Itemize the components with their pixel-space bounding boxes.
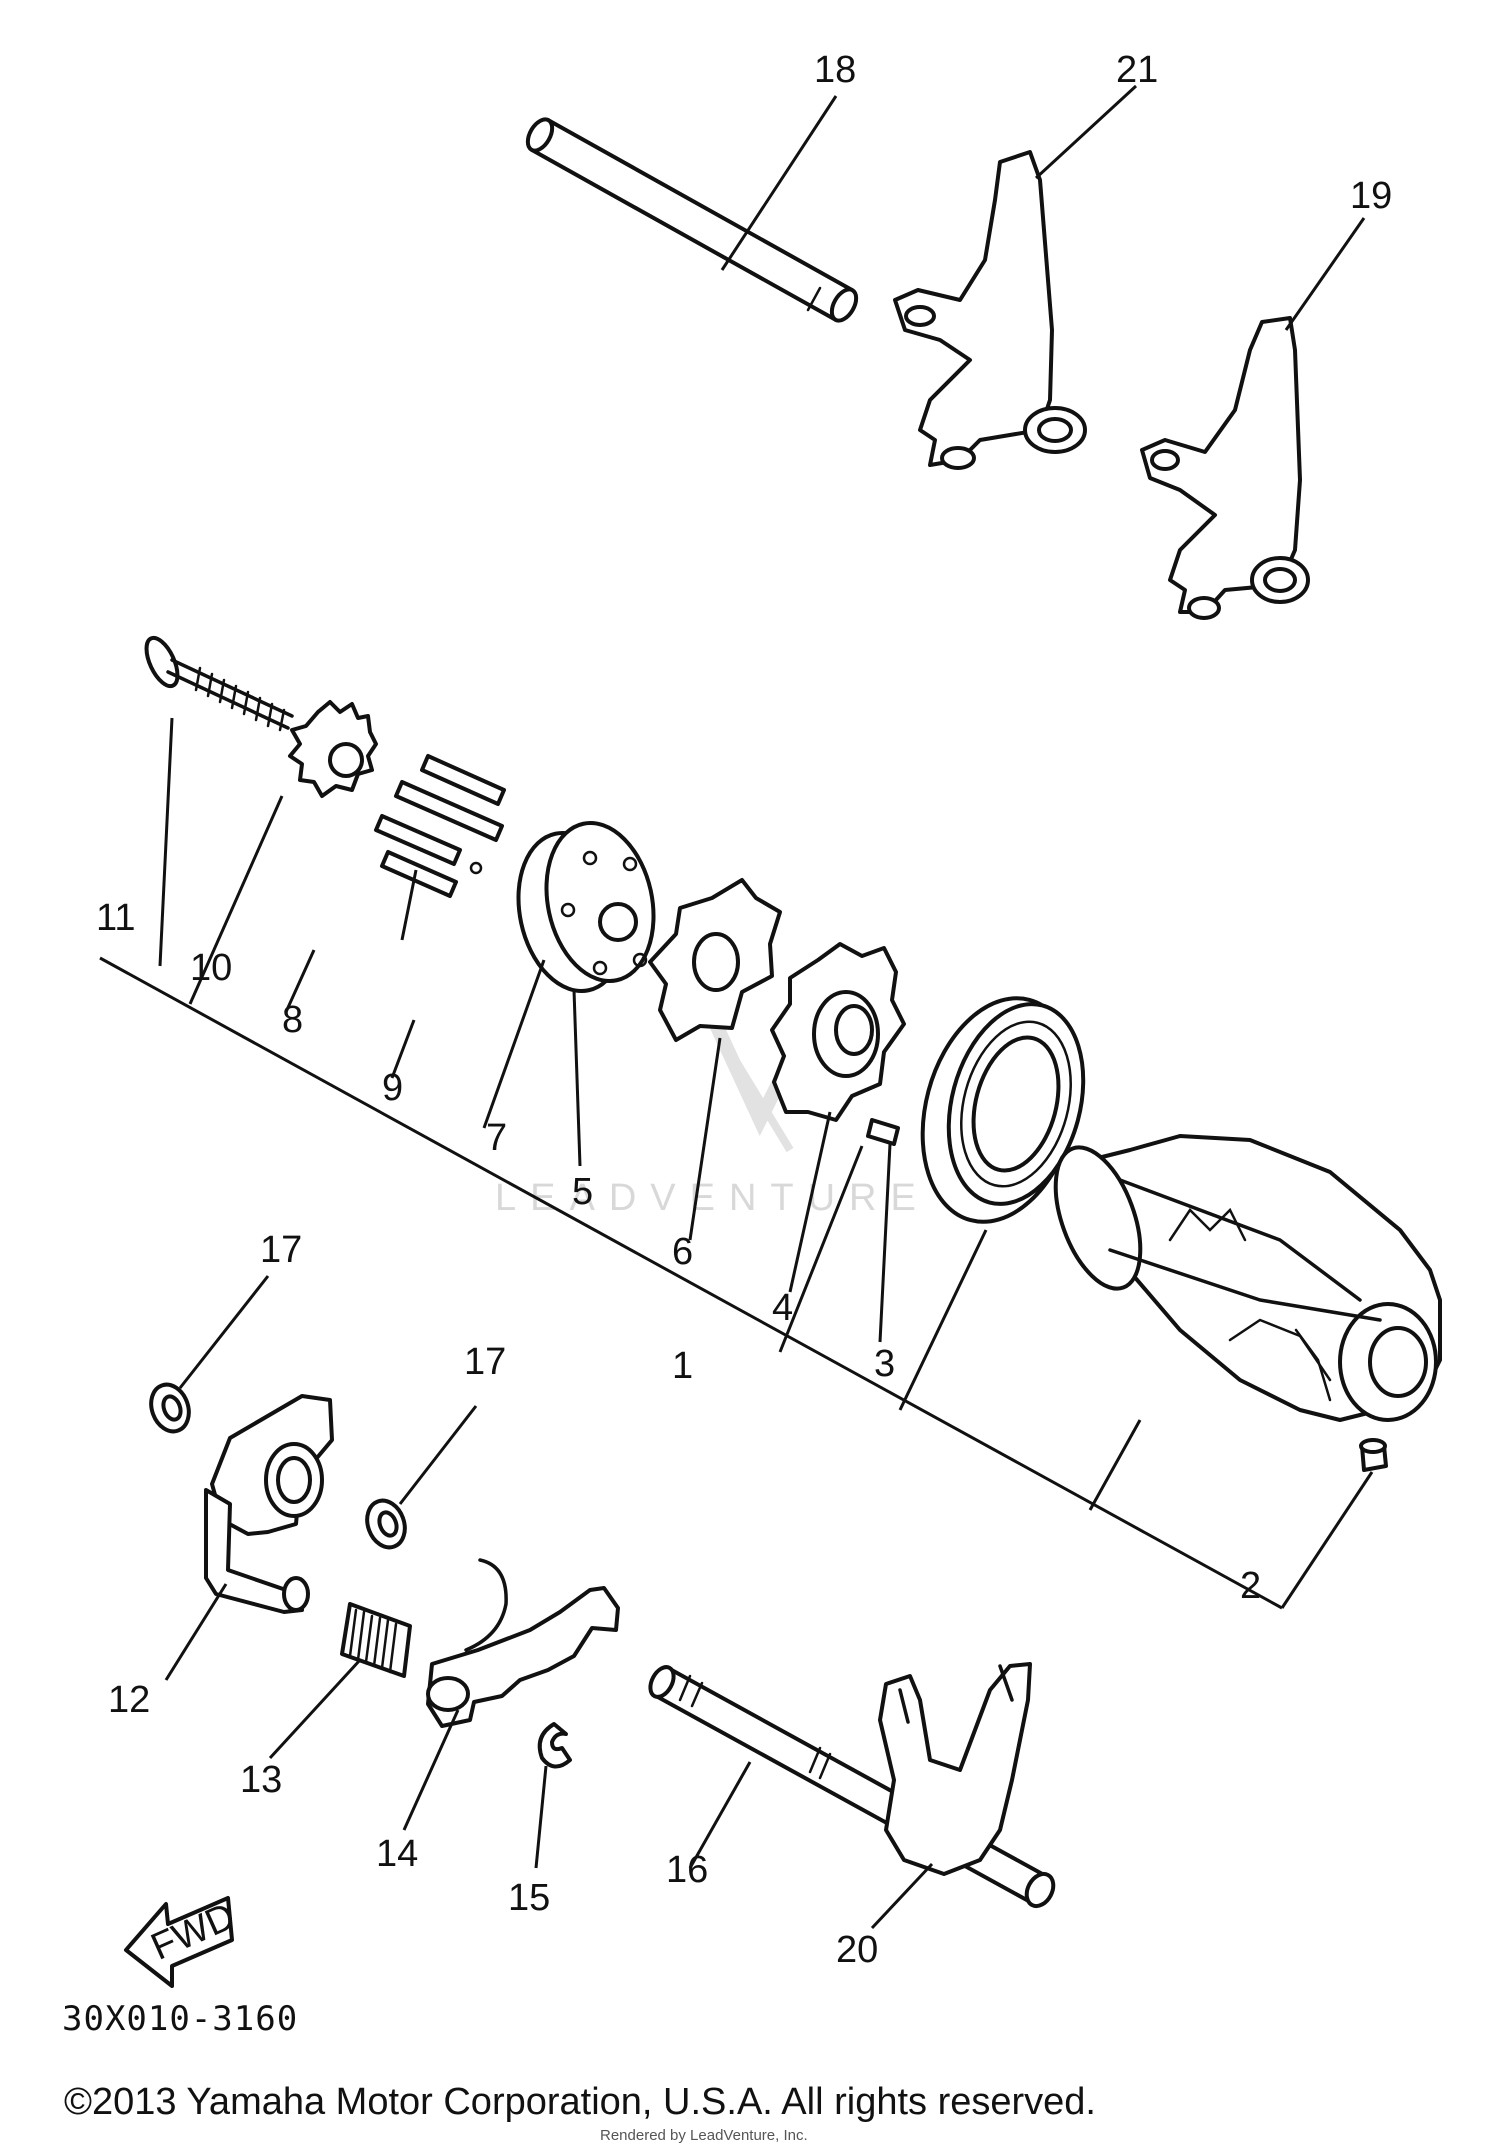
part-11-bolt[interactable] xyxy=(140,633,294,732)
part-13-spring[interactable] xyxy=(340,1602,412,1678)
callout-leaders xyxy=(164,84,1366,1930)
part-12-shift-lever[interactable] xyxy=(204,1394,334,1614)
callout-8: 8 xyxy=(282,999,303,1041)
copyright-text: ©2013 Yamaha Motor Corporation, U.S.A. A… xyxy=(64,2081,1096,2123)
callout-17-center: 17 xyxy=(464,1341,506,1383)
callout-10: 10 xyxy=(190,947,232,989)
diagram-code: 30X010-3160 xyxy=(62,1999,298,2039)
callout-19: 19 xyxy=(1350,175,1392,217)
callout-9: 9 xyxy=(382,1067,403,1109)
part-9-pins[interactable] xyxy=(394,754,506,842)
callout-7: 7 xyxy=(486,1117,507,1159)
callout-2: 2 xyxy=(1240,1565,1261,1607)
callout-numbers: 18 21 19 11 10 8 9 7 5 6 4 1 3 2 17 17 1… xyxy=(96,49,1392,1971)
part-8-pins[interactable] xyxy=(374,814,483,898)
part-4-dowel-pin[interactable] xyxy=(866,1118,900,1146)
callout-21: 21 xyxy=(1116,49,1158,91)
part-20-shift-fork[interactable] xyxy=(878,1662,1032,1876)
part-3-bearing[interactable] xyxy=(899,981,1104,1240)
callout-12: 12 xyxy=(108,1679,150,1721)
part-7-drum-segment[interactable] xyxy=(505,813,668,1001)
callout-6: 6 xyxy=(672,1231,693,1273)
part-2-screw[interactable] xyxy=(1359,1438,1388,1472)
callout-4: 4 xyxy=(772,1287,793,1329)
rendered-by-text: Rendered by LeadVenture, Inc. xyxy=(600,2127,808,2144)
part-21-shift-fork[interactable] xyxy=(893,150,1087,470)
callout-3: 3 xyxy=(874,1343,895,1385)
callout-16: 16 xyxy=(666,1849,708,1891)
callout-14: 14 xyxy=(376,1833,418,1875)
callout-17-left: 17 xyxy=(260,1229,302,1271)
callout-5: 5 xyxy=(572,1171,593,1213)
callout-15: 15 xyxy=(508,1877,550,1919)
callout-18: 18 xyxy=(814,49,856,91)
part-18-guide-bar[interactable] xyxy=(523,115,861,324)
fwd-arrow-icon: FWD xyxy=(124,1895,241,1988)
parts-bracket xyxy=(99,717,1374,1610)
callout-11: 11 xyxy=(96,897,135,939)
part-17-circlip-left[interactable] xyxy=(145,1379,195,1436)
part-5-stopper-plate[interactable] xyxy=(648,878,782,1042)
callout-20: 20 xyxy=(836,1929,878,1971)
part-15-circlip[interactable] xyxy=(537,1722,572,1769)
callout-1: 1 xyxy=(672,1345,693,1387)
part-14-ratchet-arm[interactable] xyxy=(426,1558,620,1728)
shift-drum[interactable] xyxy=(1039,1134,1442,1422)
callout-13: 13 xyxy=(240,1759,282,1801)
part-10-segment[interactable] xyxy=(288,700,378,798)
part-6-cam-plate[interactable] xyxy=(770,942,906,1122)
part-19-shift-fork[interactable] xyxy=(1140,316,1310,620)
part-17-circlip-center[interactable] xyxy=(361,1495,411,1552)
